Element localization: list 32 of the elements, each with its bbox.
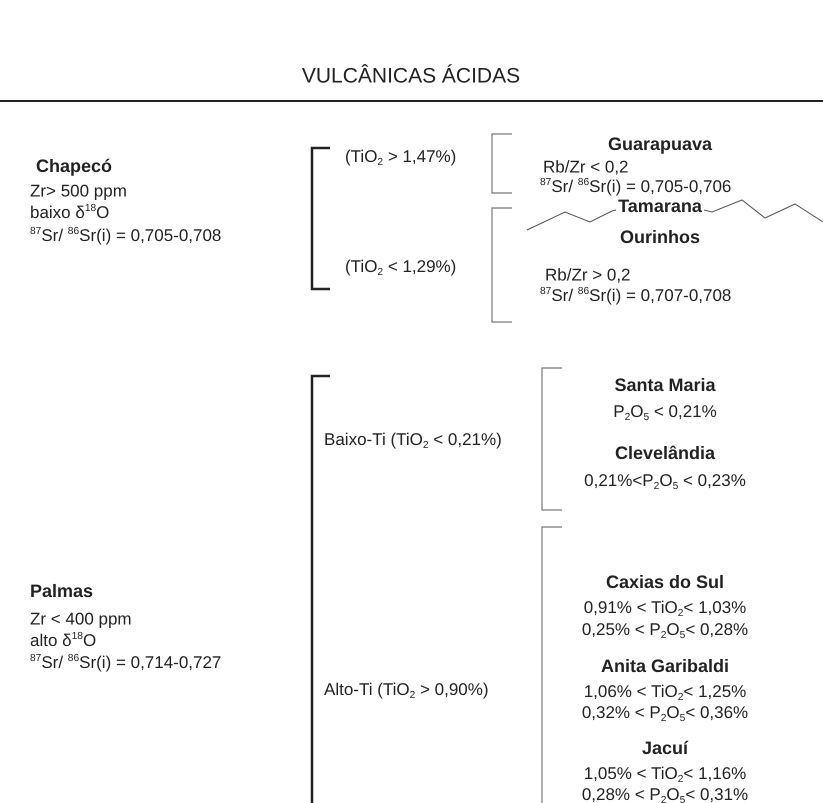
criterion-text: 0,21%<P$_{2}$O$_{5}$ < 0,23% [584,472,746,492]
subgroup-name: Anita Garibaldi [600,657,730,677]
subgroup-name: Caxias do Sul [606,573,724,593]
criterion-text: Zr < 400 ppm [30,610,132,630]
criterion-text: alto δ$^{18}$O [30,631,96,651]
criterion-text: (TiO$_{2}$ < 1,29%) [345,258,456,278]
criterion-text: $^{87}$Sr/ $^{86}$Sr(i) = 0,705-0,706 [540,177,732,197]
criterion-text: (TiO$_{2}$ > 1,47%) [345,148,456,168]
group-name: Palmas [30,582,94,602]
criterion-text: 0,28% < P$_{2}$O$_{5}$< 0,31% [582,786,748,803]
criterion-text: Rb/Zr < 0,2 [543,158,629,178]
criterion-text: baixo δ$^{18}$O [30,203,110,223]
criterion-text: Baixo-Ti (TiO$_{2}$ < 0,21%) [324,430,502,452]
criterion-text: $^{87}$Sr/ $^{86}$Sr(i) = 0,705-0,708 [30,226,222,246]
criterion-text: Alto-Ti (TiO$_{2}$ > 0,90%) [324,680,489,702]
criterion-text: $^{87}$Sr/ $^{86}$Sr(i) = 0,714-0,727 [30,653,222,673]
criterion-text: 1,05% < TiO$_{2}$< 1,16% [584,764,746,786]
diagram-title: VULCÂNICAS ÁCIDAS [302,64,520,88]
criterion-text: Rb/Zr > 0,2 [545,266,631,286]
criterion-text: 1,06% < TiO$_{2}$< 1,25% [584,682,746,704]
criterion-text: 0,32% < P$_{2}$O$_{5}$< 0,36% [582,704,748,724]
subgroup-name: Jacuí [642,739,688,759]
subgroup-name: Ourinhos [620,228,700,248]
criterion-text: Zr> 500 ppm [30,182,127,202]
criterion-text: P$_{2}$O$_{5}$ < 0,21% [613,402,717,424]
group-name: Chapecó [36,157,112,177]
criterion-text: 0,25% < P$_{2}$O$_{5}$< 0,28% [582,620,748,642]
subgroup-name: Clevelândia [614,444,716,464]
subgroup-name: Santa Maria [614,376,716,396]
subgroup-name: Guarapuava [608,135,712,155]
criterion-text: $^{87}$Sr/ $^{86}$Sr(i) = 0,707-0,708 [540,286,732,306]
criterion-text: 0,91% < TiO$_{2}$< 1,03% [584,598,746,620]
